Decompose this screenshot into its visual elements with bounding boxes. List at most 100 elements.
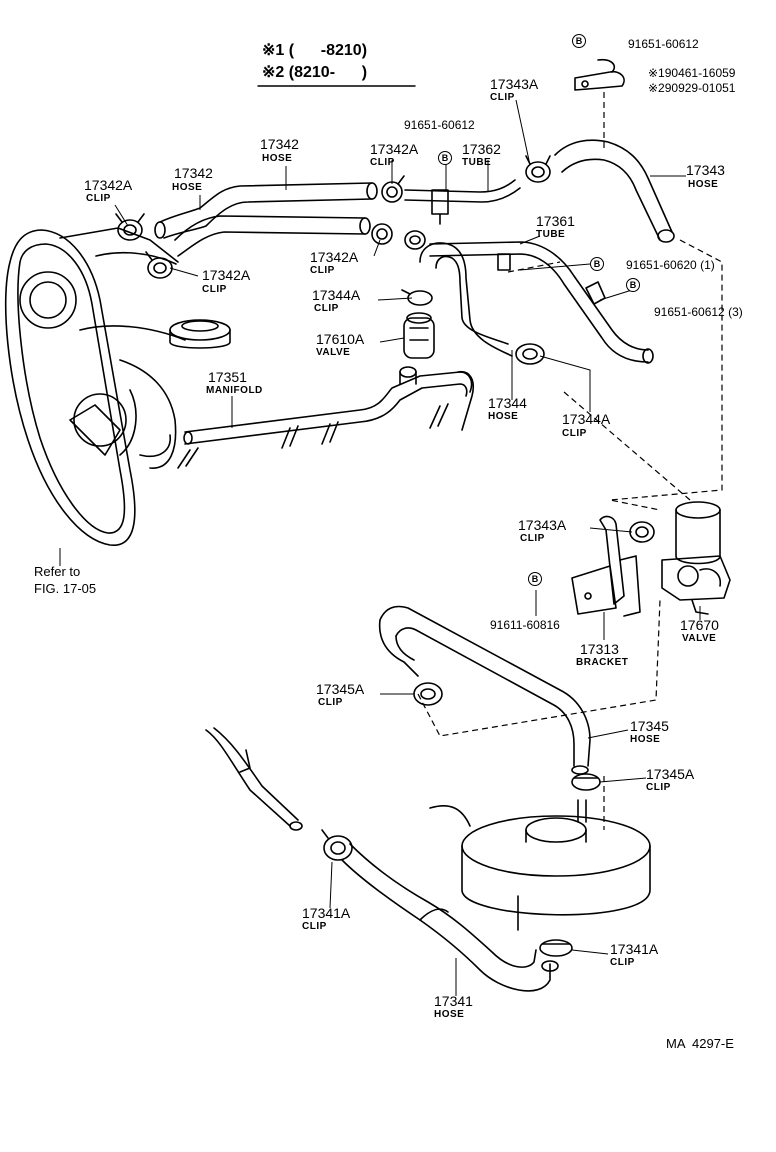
leader-17344A-bottom [539, 355, 591, 412]
dashed-line-17345-loop [417, 599, 661, 737]
part-name-17342A-left-bottom: CLIP [202, 284, 227, 295]
part-no-17341A-right: 17341A [610, 941, 659, 957]
bolt-mark-b4: B [590, 257, 604, 271]
leader-17341A-left [329, 861, 333, 909]
bolt-code-b1: 91651-60612 [628, 37, 699, 51]
leader-17345 [587, 729, 629, 739]
part-name-17313: BRACKET [576, 657, 629, 668]
leader-17342A-mid-bottom [373, 239, 381, 257]
part-no-17342-left: 17342 [174, 165, 213, 181]
part-name-17342A-mid-top: CLIP [370, 157, 395, 168]
part-name-17351: MANIFOLD [206, 385, 263, 396]
part-name-17342-top: HOSE [262, 153, 293, 164]
hose-17342-lower [174, 215, 371, 257]
part-no-17345A-left: 17345A [316, 681, 365, 697]
valve-17610A [403, 312, 435, 359]
part-no-17342A-left-top: 17342A [84, 177, 133, 193]
part-name-17344A-bottom: CLIP [562, 428, 587, 439]
part-name-17342-left: HOSE [172, 182, 203, 193]
bolt-mark-b3: B [438, 151, 452, 165]
part-no-17341A-left: 17341A [302, 905, 351, 921]
part-no-17341: 17341 [434, 993, 473, 1009]
part-no-17351: 17351 [208, 369, 247, 385]
leader-b5 [599, 289, 633, 301]
part-no-17345A-right: 17345A [646, 766, 695, 782]
part-name-17345: HOSE [630, 734, 661, 745]
bolt-code-b3: 91651-60612 [404, 118, 475, 132]
part-no-17342A-mid-top: 17342A [370, 141, 419, 157]
bolt-code-b4: 91651-60620 (1) [626, 258, 715, 272]
part-name-17344: HOSE [488, 411, 519, 422]
part-name-17341A-right: CLIP [610, 957, 635, 968]
refer-line-2: FIG. 17-05 [34, 581, 97, 596]
leader-17342A-left-bottom [169, 267, 199, 277]
part-no-17344A-top: 17344A [312, 287, 361, 303]
bolt-mark-b6: B [528, 572, 542, 586]
part-name-17342A-mid-bottom: CLIP [310, 265, 335, 276]
dashed-line-hose-valve [609, 239, 723, 511]
legend-row-2: ※2 (8210- ) [262, 62, 367, 82]
part-no-17343: 17343 [686, 162, 725, 178]
bolt-code-b2-2: ※290929-01051 [648, 81, 736, 95]
manifold-17351 [177, 366, 474, 469]
bolt-mark-b1: B [572, 34, 586, 48]
legend-range-1: ( -8210) [288, 42, 368, 59]
part-no-17344: 17344 [488, 395, 527, 411]
part-name-17670: VALVE [682, 633, 717, 644]
bolt-code-b2-1: ※190461-16059 [648, 66, 736, 80]
leader-b4 [519, 263, 591, 271]
clip-tube-connector [404, 230, 426, 250]
clip-17344A-top [401, 289, 433, 306]
hose-17344 [419, 242, 513, 357]
hose-17345 [378, 605, 591, 775]
part-name-17341: HOSE [434, 1009, 465, 1020]
leader-17342A-left-top [114, 204, 129, 227]
part-no-17343A-top: 17343A [490, 76, 539, 92]
leader-17341A-right [571, 949, 609, 955]
leader-17344A-top [377, 297, 413, 301]
part-name-17345A-left: CLIP [318, 697, 343, 708]
legend-mark-1: ※1 [262, 42, 285, 59]
legend-range-2: (8210- ) [288, 64, 368, 81]
part-name-17344A-top: CLIP [314, 303, 339, 314]
clip-17342A-mid-bottom [371, 223, 393, 245]
refer-line-1: Refer to [34, 564, 81, 579]
clip-17345A-right [571, 773, 601, 791]
filler-cap [169, 319, 231, 349]
dashed-line-17344-valve [563, 391, 691, 501]
legend-row-1: ※1 ( -8210) [262, 40, 367, 60]
bolt-code-b5: 91651-60612 (3) [654, 305, 743, 319]
part-no-17670: 17670 [680, 617, 719, 633]
part-no-17342-top: 17342 [260, 136, 299, 152]
valve-17670 [661, 501, 731, 615]
legend-mark-2: ※2 [262, 64, 285, 81]
clip-17342A-left-top [115, 213, 145, 241]
bolt-code-b6: 91611-60816 [490, 618, 560, 632]
part-no-17344A-bottom: 17344A [562, 411, 611, 427]
hose-17343 [554, 139, 675, 243]
leader-17343A-bottom [589, 527, 633, 533]
clip-17342A-left-bottom [145, 251, 173, 279]
clip-17342A-mid-top [381, 175, 405, 203]
part-name-17341A-left: CLIP [302, 921, 327, 932]
part-no-17361: 17361 [536, 213, 575, 229]
clip-17343A-top [525, 155, 551, 183]
part-name-17343A-top: CLIP [490, 92, 515, 103]
bolt-mark-b5: B [626, 278, 640, 292]
part-no-17342A-left-bottom: 17342A [202, 267, 251, 283]
leader-17361 [519, 235, 541, 245]
bracket-17313 [571, 515, 641, 617]
part-no-17610A: 17610A [316, 331, 365, 347]
bracket-top-right [574, 58, 625, 91]
part-no-17362: 17362 [462, 141, 501, 157]
figure-id: MA 4297-E [666, 1036, 734, 1051]
clip-17343A-bottom [629, 521, 655, 543]
engine-belt-assembly [4, 227, 186, 546]
part-no-17313: 17313 [580, 641, 619, 657]
part-no-17345: 17345 [630, 718, 669, 734]
leader-17610A [379, 337, 405, 343]
part-name-17345A-right: CLIP [646, 782, 671, 793]
canister [429, 799, 651, 931]
leader-17345A-right [599, 777, 647, 783]
